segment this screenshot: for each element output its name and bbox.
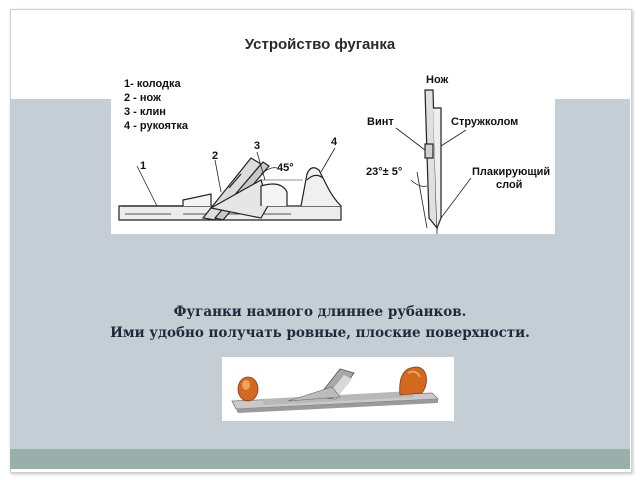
callout-4: 4	[331, 136, 338, 148]
slide-title: Устройство фуганка	[244, 36, 396, 53]
bottom-bar	[10, 449, 630, 469]
knife-label: Нож	[426, 74, 449, 86]
callout-2: 2	[212, 150, 219, 162]
jointer-drawing	[118, 89, 472, 234]
screw-label: Винт	[367, 116, 394, 128]
angle-45-label: 45°	[277, 162, 294, 174]
callout-3: 3	[254, 140, 261, 152]
angle-23-label: 23°± 5°	[366, 166, 403, 178]
legend-item-3: 3 - клин	[124, 106, 166, 118]
body-text: Фуганки намного длиннее рубанков. Ими уд…	[0, 302, 640, 344]
cladding-label-line1: Плакирующий	[472, 166, 551, 178]
legend-item-4: 4 - рукоятка	[124, 120, 188, 132]
chipbreaker-label: Стружколом	[451, 116, 519, 128]
legend-item-1: 1- колодка	[124, 78, 181, 90]
jointer-photo	[222, 357, 454, 421]
body-line-1: Фуганки намного длиннее рубанков.	[173, 304, 467, 320]
legend-item-2: 2 - нож	[124, 92, 161, 104]
body-line-2: Ими удобно получать ровные, плоские пове…	[110, 325, 530, 341]
cladding-label-line2: слой	[496, 179, 523, 191]
jointer-photo-drawing	[231, 366, 439, 413]
callout-1: 1	[140, 160, 147, 172]
jointer-diagram: 1- колодка 2 - нож 3 - клин 4 - рукоятка…	[111, 68, 555, 234]
